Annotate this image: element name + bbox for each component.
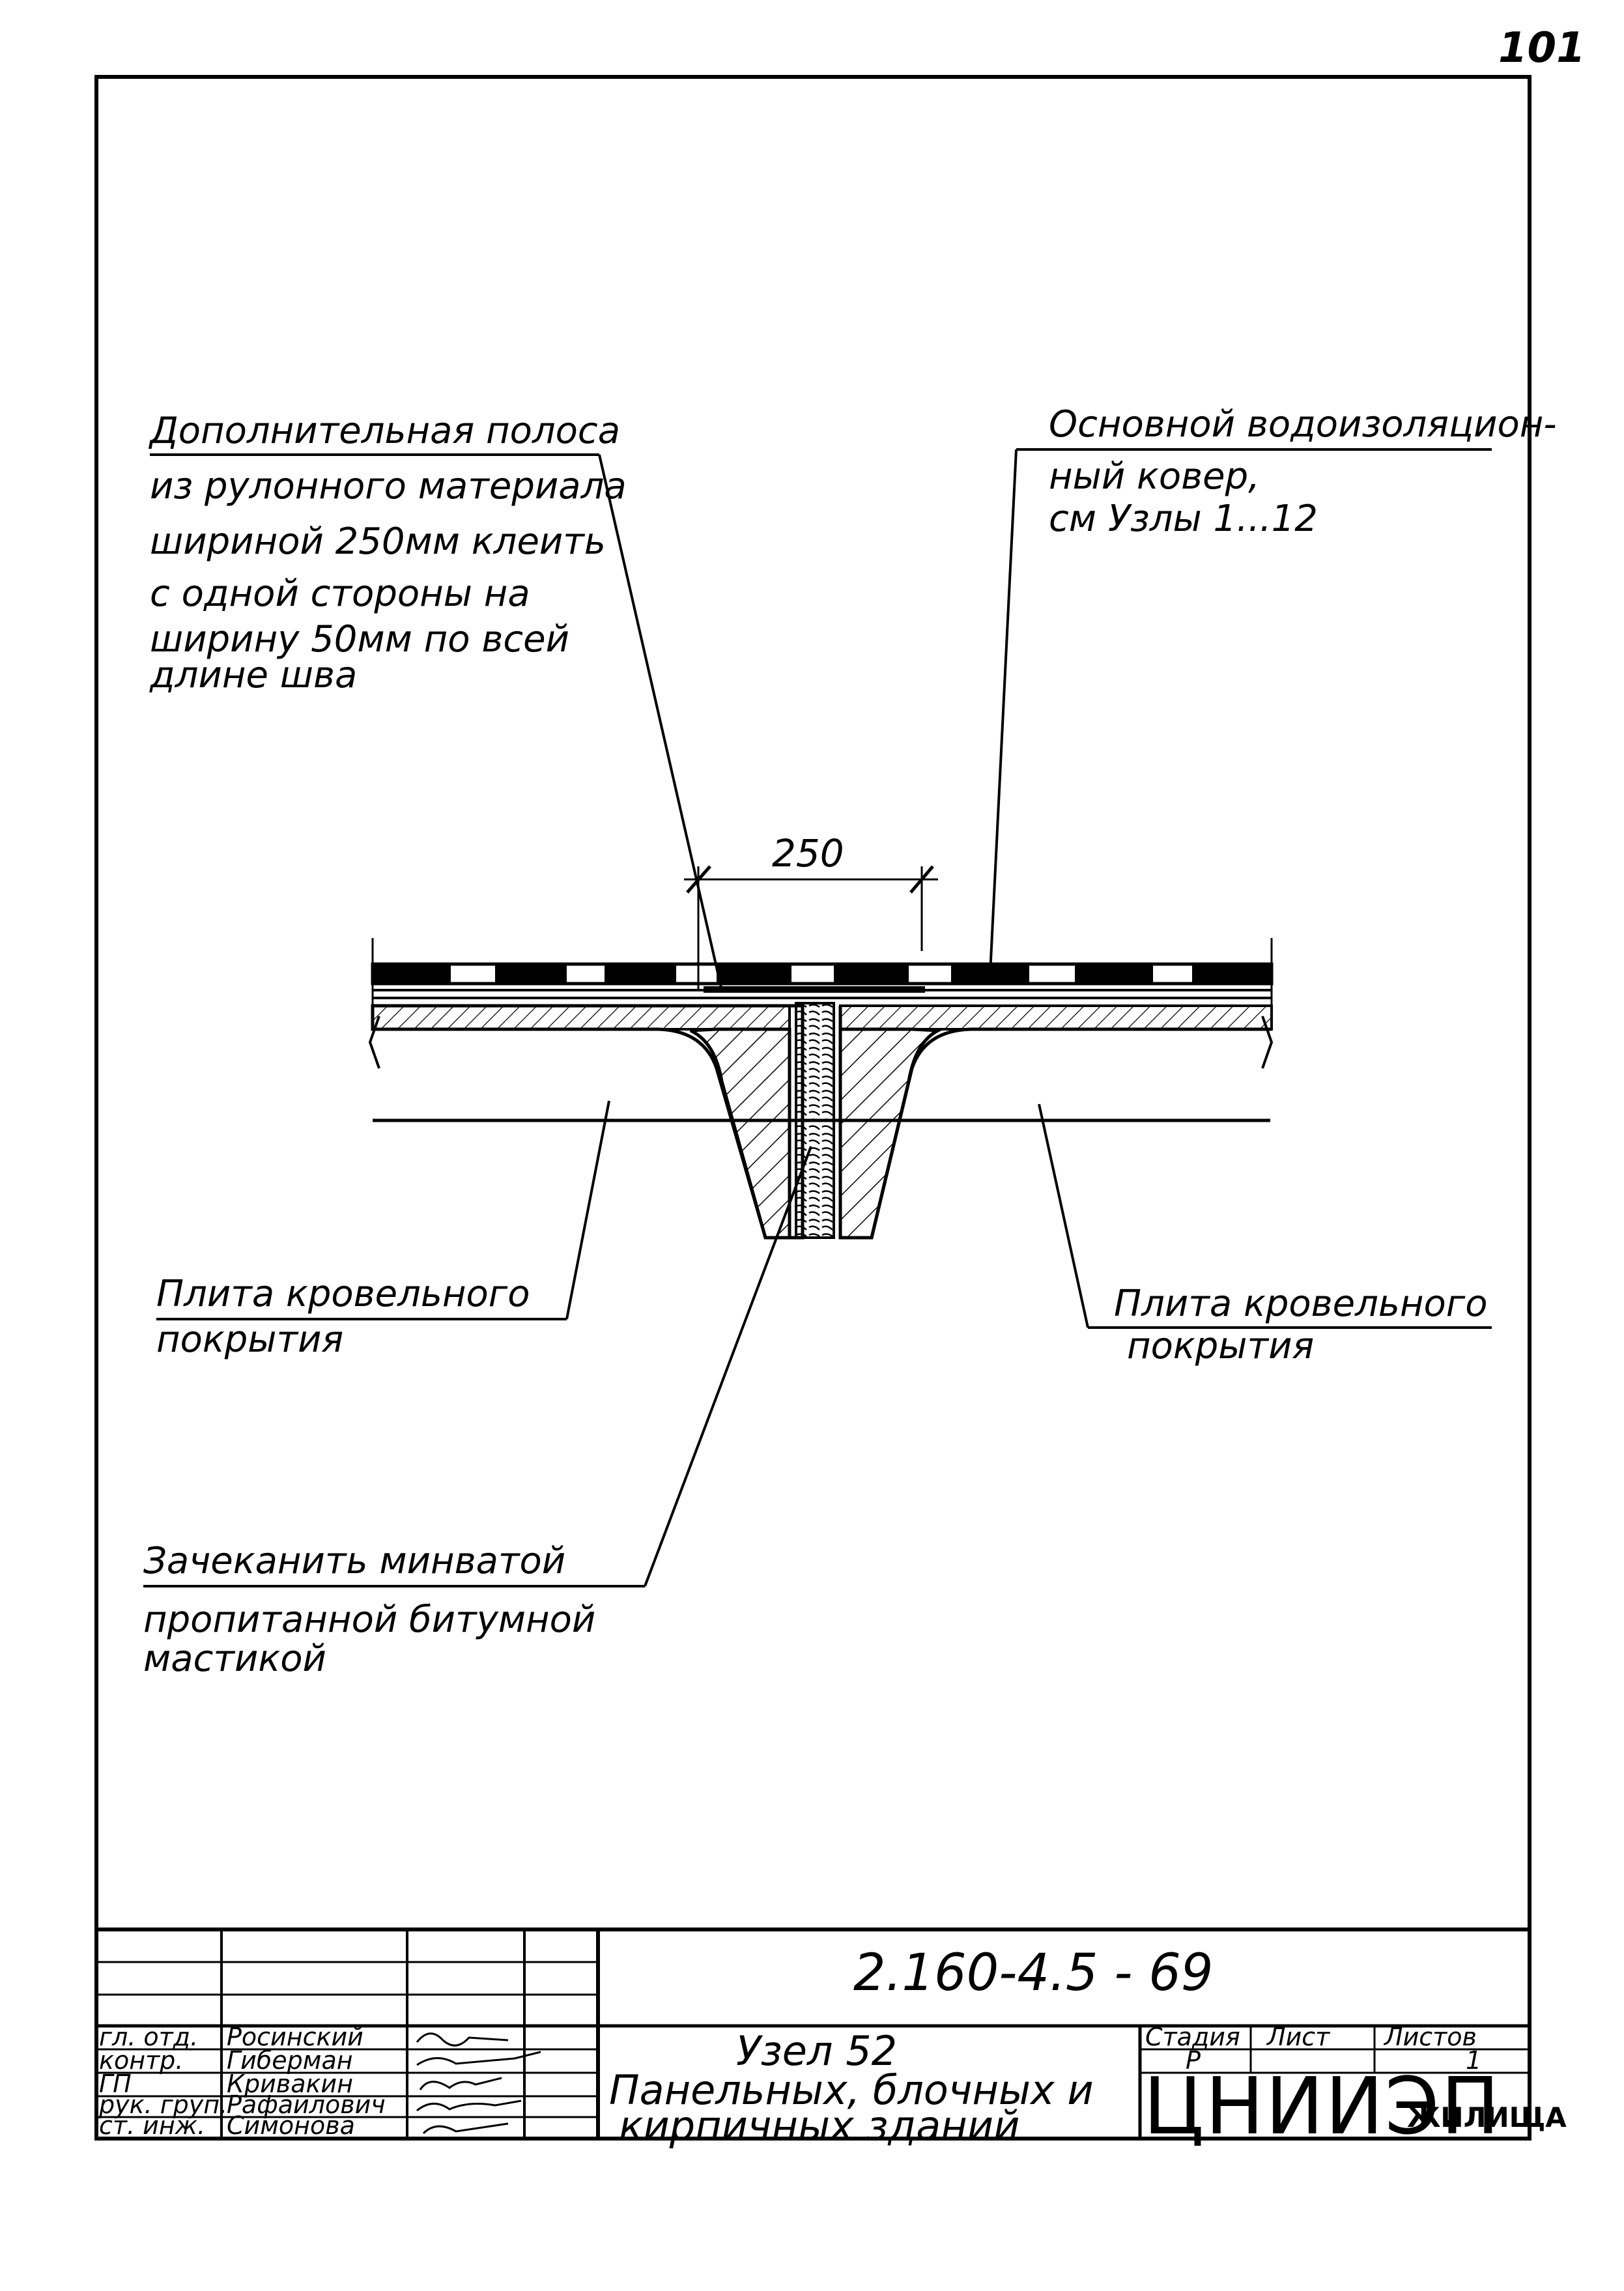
strip-note-line-2: из рулонного материала xyxy=(150,465,627,507)
drawing-frame xyxy=(94,75,1531,2141)
rib-left-hatch xyxy=(689,1027,791,1240)
sheets-header: Листов xyxy=(1383,2023,1477,2051)
stage-value: Р xyxy=(1186,2046,1201,2075)
strip-note-line-6: длине шва xyxy=(149,654,357,696)
name-3: Кривакин xyxy=(227,2070,353,2098)
org-logo: ЦНИИЭП xyxy=(1143,2062,1501,2152)
caulk-note-line-2: пропитанной битумной xyxy=(143,1599,595,1641)
callout-caulk: Зачеканить минватой пропитанной битумной… xyxy=(143,1146,812,1680)
title-line-3: кирпичных зданий xyxy=(619,2102,1019,2150)
callout-slab-right: Плита кровельного покрытия xyxy=(1038,1103,1492,1367)
dimension-value: 250 xyxy=(772,831,844,875)
strip-note-line-3: шириной 250мм клеить xyxy=(150,520,606,563)
name-1: Росинский xyxy=(227,2023,363,2051)
slab-left-line-1: Плита кровельного xyxy=(156,1273,530,1315)
strip-note-line-5: ширину 50мм по всей xyxy=(150,618,569,661)
stage-header: Стадия xyxy=(1145,2023,1240,2051)
sheet-header: Лист xyxy=(1266,2023,1331,2051)
screed-right xyxy=(839,1004,1273,1031)
carpet-note-line-1: Основной водоизоляцион- xyxy=(1049,403,1557,446)
role-5: ст. инж. xyxy=(99,2111,205,2140)
role-2: контр. xyxy=(99,2046,183,2075)
role-1: гл. отд. xyxy=(99,2023,198,2051)
document-code: 2.160-4.5 - 69 xyxy=(853,1944,1213,2002)
title-line-1: Узел 52 xyxy=(736,2027,897,2075)
carpet-note-line-3: см Узлы 1...12 xyxy=(1049,498,1318,540)
title-block xyxy=(96,1928,1530,2139)
page-number: 101 xyxy=(1498,24,1586,72)
callout-additional-strip: Дополнительная полоса из рулонного матер… xyxy=(148,410,723,991)
strip-note-line-1: Дополнительная полоса xyxy=(148,410,620,452)
name-5: Симонова xyxy=(227,2111,355,2140)
additional-strip xyxy=(704,986,925,993)
break-mark-left xyxy=(368,1016,380,1069)
sheets-value: 1 xyxy=(1466,2046,1481,2075)
strip-note-line-4: с одной стороны на xyxy=(150,573,530,615)
title-line-2: Панельных, блочных и xyxy=(609,2066,1094,2114)
slab-right-line-1: Плита кровельного xyxy=(1114,1283,1487,1325)
rib-right-hatch xyxy=(838,1027,945,1240)
break-mark-right xyxy=(1261,1016,1274,1069)
joint-detail: 250 xyxy=(368,831,1274,1240)
org-sub: ЖИЛИЩА xyxy=(1407,2101,1567,2133)
name-2: Гиберман xyxy=(227,2046,353,2075)
slab-right xyxy=(838,1006,1272,1240)
mineral-wool-fill xyxy=(795,1002,835,1239)
caulk-note-line-1: Зачеканить минватой xyxy=(143,1540,565,1582)
name-4: Рафаилович xyxy=(227,2090,386,2119)
slab-left-line-2: покрытия xyxy=(156,1318,343,1361)
role-4: рук. груп. xyxy=(98,2090,227,2119)
signatures xyxy=(416,2032,541,2135)
carpet-note-line-2: ный ковер, xyxy=(1049,455,1260,498)
slab-right-line-2: покрытия xyxy=(1127,1325,1314,1367)
callout-slab-left: Плита кровельного покрытия xyxy=(156,1100,610,1361)
caulk-note-line-3: мастикой xyxy=(143,1638,326,1680)
callout-waterproofing: Основной водоизоляцион- ный ковер, см Уз… xyxy=(989,403,1557,974)
screed-left xyxy=(371,1004,791,1031)
role-3: ГП xyxy=(99,2070,132,2098)
